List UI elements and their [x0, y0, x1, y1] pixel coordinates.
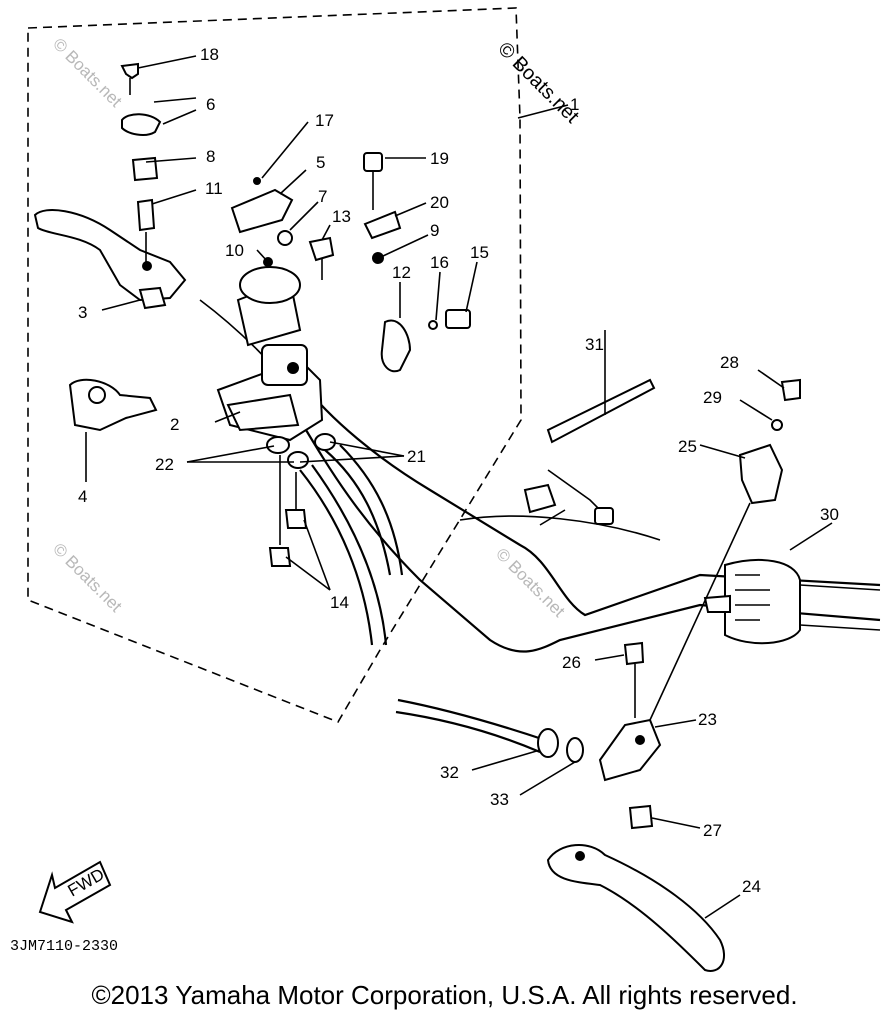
reservoir-parts: [230, 152, 402, 280]
watermark-mid-left: © Boats.net: [49, 539, 126, 616]
adjuster-stack: [120, 62, 162, 262]
callout-9: 9: [430, 221, 439, 240]
brake-hoses: [299, 444, 404, 646]
callout-3: 3: [78, 303, 87, 322]
callout-30: 30: [820, 505, 839, 524]
callout-16: 16: [430, 253, 449, 272]
callout-23: 23: [698, 710, 717, 729]
front-brake-lever: [33, 209, 187, 310]
callout-24: 24: [742, 877, 761, 896]
callout-20: 20: [430, 193, 449, 212]
callout-15: 15: [470, 243, 489, 262]
callout-26: 26: [562, 653, 581, 672]
callout-19: 19: [430, 149, 449, 168]
callout-17: 17: [315, 111, 334, 130]
callout-18: 18: [200, 45, 219, 64]
callout-11: 11: [205, 179, 223, 198]
banjo-bolts: [266, 433, 336, 567]
callout-28: 28: [720, 353, 739, 372]
wire-strap: [523, 378, 656, 526]
callout-32: 32: [440, 763, 459, 782]
callout-25: 25: [678, 437, 697, 456]
callout-numbers: 1 2 3 4 5 6 7 8 9 10 11 12 13 14 15 16 1…: [78, 45, 839, 896]
callout-14: 14: [330, 593, 349, 612]
clutch-lever: [546, 843, 725, 972]
callout-22: 22: [155, 455, 174, 474]
clutch-cable: [395, 698, 584, 763]
callout-31: 31: [585, 335, 604, 354]
callout-4: 4: [78, 487, 87, 506]
callout-13: 13: [332, 207, 351, 226]
assembly-boundary: [27, 7, 522, 723]
callout-1: 1: [570, 95, 579, 114]
callout-6: 6: [206, 95, 215, 114]
callout-7: 7: [318, 187, 327, 206]
watermark-top-left: © Boats.net: [49, 34, 126, 111]
callout-27: 27: [703, 821, 722, 840]
callout-21: 21: [407, 447, 426, 466]
leader-lines: [101, 55, 833, 919]
throttle-grip: [703, 559, 881, 645]
callout-29: 29: [703, 388, 722, 407]
callout-33: 33: [490, 790, 509, 809]
fwd-arrow: FWD: [38, 860, 112, 924]
master-cylinder: [216, 266, 324, 442]
bracket: [68, 378, 158, 482]
part-code: 3JM7110-2330: [10, 938, 118, 955]
callout-8: 8: [206, 147, 215, 166]
watermark-top-right: © Boats.net: [493, 38, 583, 128]
callout-10: 10: [225, 241, 244, 260]
callout-5: 5: [316, 153, 325, 172]
clutch-holder: [598, 378, 801, 830]
clamp-parts: [380, 309, 471, 373]
callout-12: 12: [392, 263, 411, 282]
copyright-notice: ©2013 Yamaha Motor Corporation, U.S.A. A…: [91, 980, 798, 1010]
callout-2: 2: [170, 415, 179, 434]
